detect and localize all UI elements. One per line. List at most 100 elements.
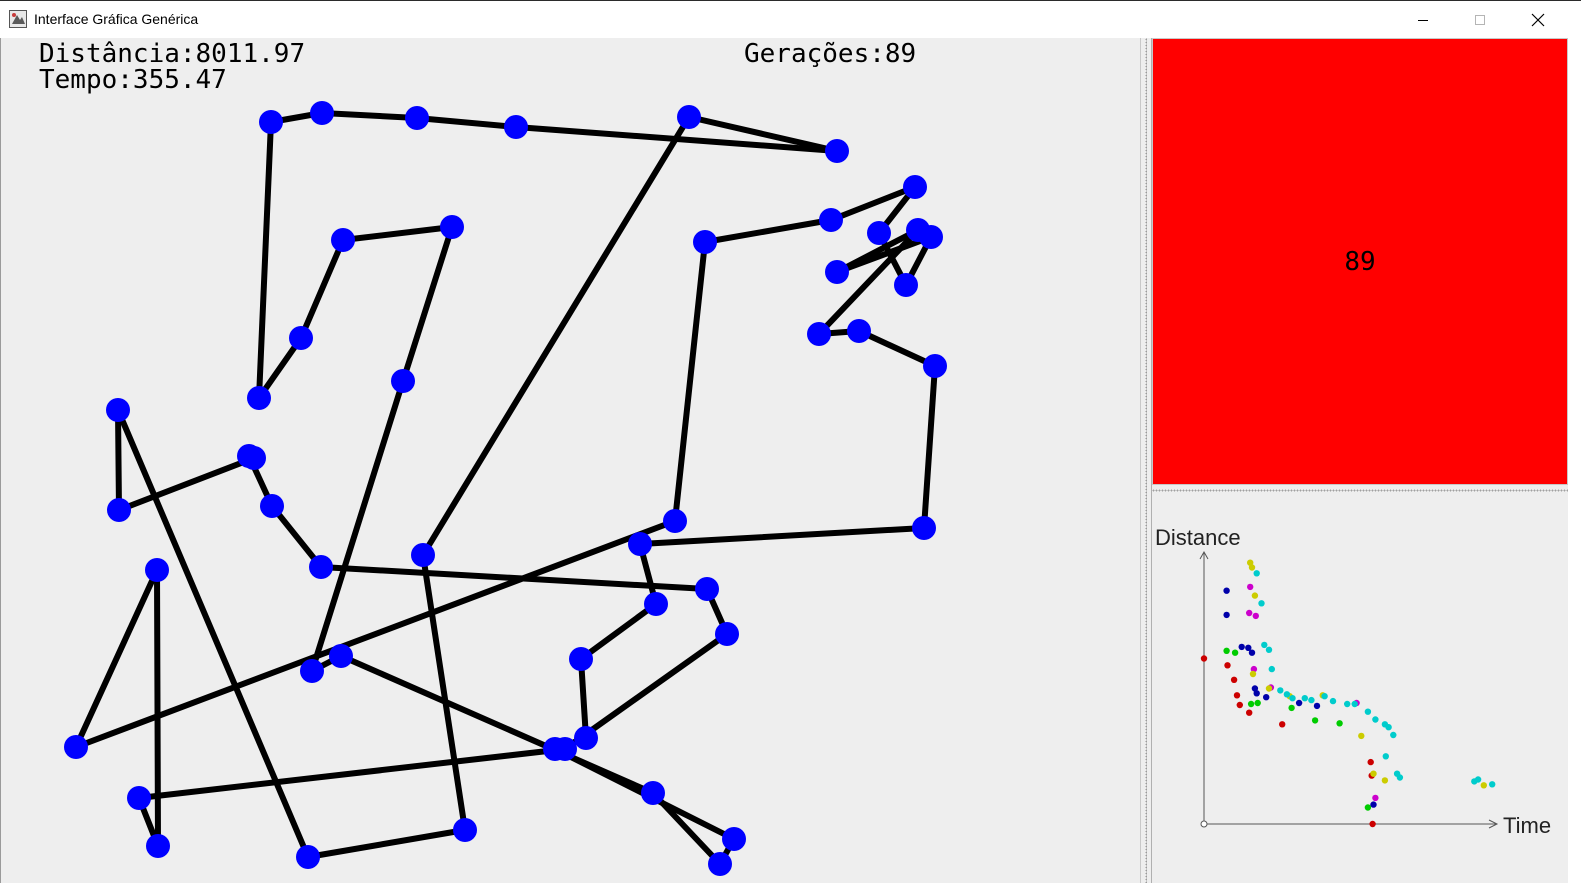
minimize-button[interactable] [1395, 1, 1451, 39]
city-node [695, 577, 719, 601]
chart-point [1283, 691, 1291, 698]
chart-svg: Distance Time [1155, 525, 1551, 838]
city-node [867, 221, 891, 245]
city-node [242, 446, 266, 470]
chart-point [1382, 753, 1389, 760]
chart-point [1263, 694, 1270, 701]
tour-edge [256, 119, 274, 401]
tour-edge [309, 378, 406, 674]
tour-edge [828, 184, 918, 223]
city-node [64, 735, 88, 759]
chart-point [1329, 697, 1337, 705]
city-node [289, 326, 313, 350]
city-node [411, 543, 435, 567]
generations-readout: Gerações:89 [744, 39, 917, 69]
chart-point [1474, 776, 1482, 783]
city-node [329, 644, 353, 668]
tour-edge [116, 455, 257, 513]
tour-edge [420, 114, 692, 558]
chart-point [1261, 641, 1268, 649]
chart-point [1289, 695, 1296, 702]
chart-point [1246, 609, 1253, 617]
y-axis-label: Distance [1155, 525, 1241, 550]
city-node [453, 818, 477, 842]
window-right-edge [1568, 38, 1581, 883]
tour-edge [400, 224, 455, 384]
tour-edge [637, 525, 927, 547]
chart-point [1372, 794, 1379, 802]
chart-point [1370, 801, 1377, 808]
chart-point [1252, 612, 1259, 620]
city-node [894, 273, 918, 297]
chart-point [1245, 644, 1252, 651]
close-button[interactable] [1510, 1, 1566, 39]
tour-edge [340, 224, 455, 243]
chart-point [1396, 774, 1404, 781]
chart-point [1279, 721, 1286, 728]
city-node [331, 228, 355, 252]
tour-edge [73, 518, 678, 750]
chart-point [1230, 676, 1238, 683]
city-node [825, 139, 849, 163]
close-icon [1531, 13, 1545, 27]
tour-edge [856, 328, 938, 369]
tour-edge [154, 567, 161, 849]
chart-point [1301, 695, 1308, 702]
tour-edge [305, 827, 468, 860]
tour-edge [578, 601, 659, 662]
x-axis-arrow [1488, 819, 1499, 829]
chart-point [1250, 665, 1258, 673]
chart-point [1223, 611, 1230, 619]
chart-point [1351, 700, 1358, 708]
chart-point [1308, 696, 1315, 704]
city-node [708, 852, 732, 876]
chart-point [1249, 670, 1257, 678]
city-node [693, 230, 717, 254]
chart-point [1233, 692, 1241, 699]
vertical-split-divider[interactable] [1140, 38, 1152, 883]
tour-edge [702, 217, 834, 245]
chart-point [1247, 700, 1255, 708]
title-bar[interactable]: Interface Gráfica Genérica [0, 0, 1581, 38]
chart-point [1265, 685, 1273, 692]
chart-point [1251, 685, 1259, 692]
chart-point [1372, 716, 1379, 723]
city-node [440, 215, 464, 239]
chart-point [1313, 702, 1321, 710]
tour-edge [318, 564, 710, 592]
distance-readout: Distância:8011.97 [39, 39, 306, 69]
chart-point [1251, 592, 1259, 599]
city-node [107, 498, 131, 522]
chart-point [1238, 643, 1245, 651]
java-app-icon [9, 10, 27, 28]
chart-point [1344, 700, 1351, 708]
tour-edge [513, 124, 840, 154]
city-node [819, 208, 843, 232]
city-node [391, 369, 415, 393]
chart-point [1381, 777, 1389, 784]
city-node [644, 592, 668, 616]
city-node [847, 319, 871, 343]
chart-point [1489, 781, 1496, 788]
city-node [919, 225, 943, 249]
city-node [912, 516, 936, 540]
city-node [310, 101, 334, 125]
chart-point [1385, 724, 1392, 731]
distance-time-chart: Distance Time [1152, 497, 1568, 883]
chart-point [1370, 770, 1377, 777]
city-node [722, 827, 746, 851]
minimize-icon [1418, 20, 1428, 21]
maximize-button[interactable] [1452, 1, 1508, 39]
tour-canvas-panel: Distância:8011.97 Tempo:355.47 Gerações:… [0, 38, 1140, 883]
chart-point [1367, 758, 1374, 766]
chart-point [1277, 687, 1284, 694]
tour-edge [578, 656, 589, 741]
chart-point [1265, 646, 1273, 653]
chart-point [1336, 720, 1343, 727]
tour-edge [672, 239, 708, 524]
chart-point [1321, 693, 1328, 700]
chart-point [1311, 717, 1319, 724]
tour-edge [256, 335, 304, 401]
city-node [574, 726, 598, 750]
horizontal-split-divider[interactable] [1152, 485, 1568, 497]
